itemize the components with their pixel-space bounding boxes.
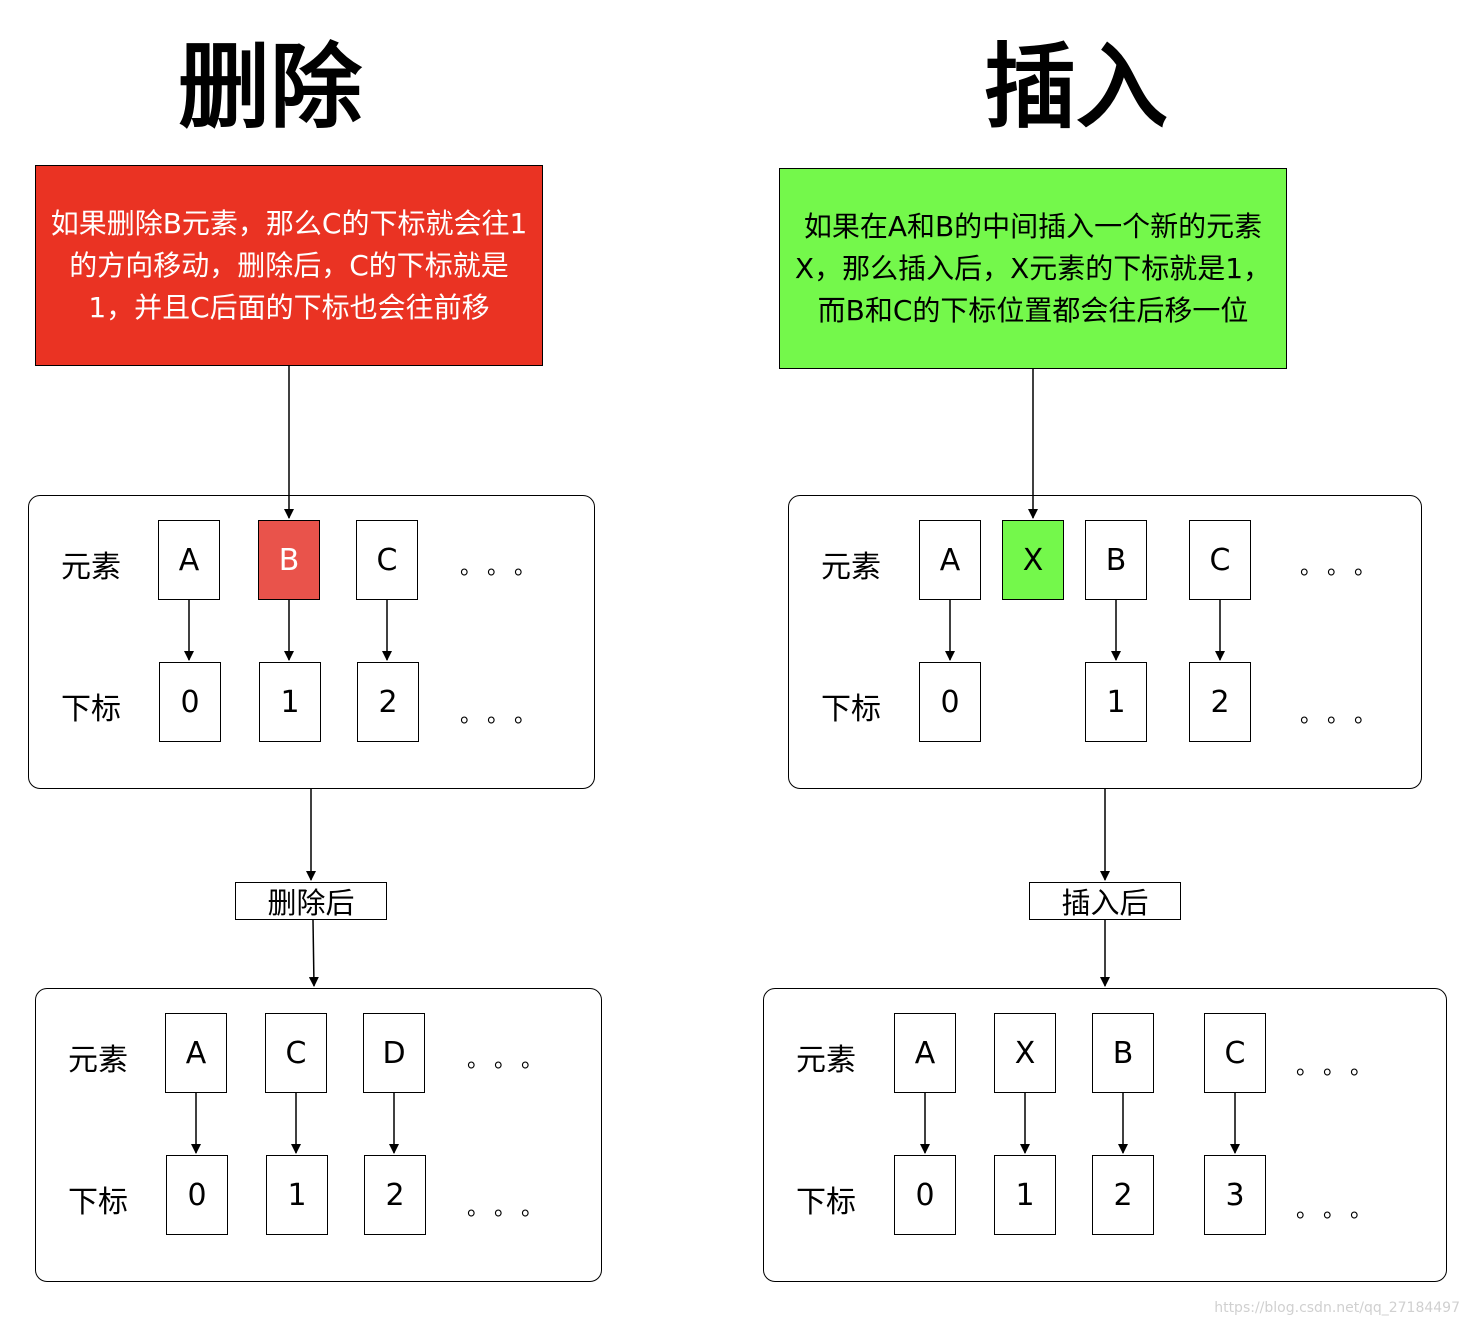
inserted-element-cell: X (1002, 520, 1064, 600)
delete-explanation-text: 如果删除B元素，那么C的下标就会往1的方向移动，删除后，C的下标就是1，并且C后… (50, 206, 528, 324)
index-cell: 2 (364, 1155, 426, 1235)
element-row-label: 元素 (796, 1043, 856, 1078)
ellipsis: 。。。 (467, 1196, 560, 1221)
index-cell: 1 (994, 1155, 1056, 1235)
element-cell: B (1085, 520, 1147, 600)
index-cell: 0 (159, 662, 221, 742)
step-to-panel-arrow (308, 919, 319, 987)
index-cell: 3 (1204, 1155, 1266, 1235)
deleted-element-cell: B (258, 520, 320, 600)
ellipsis: 。。。 (1296, 1198, 1389, 1223)
insert-explanation-text: 如果在A和B的中间插入一个新的元素X，那么插入后，X元素的下标就是1，而B和C的… (794, 209, 1272, 327)
after-insert-label: 插入后 (1029, 882, 1181, 920)
element-row-label: 元素 (821, 550, 881, 585)
element-cell: C (1189, 520, 1251, 600)
element-cell: A (158, 520, 220, 600)
element-cell: C (1204, 1013, 1266, 1093)
index-cell: 2 (357, 662, 419, 742)
index-cell: 1 (266, 1155, 328, 1235)
ellipsis: 。。。 (460, 703, 553, 728)
delete-explanation-note: 如果删除B元素，那么C的下标就会往1的方向移动，删除后，C的下标就是1，并且C后… (35, 165, 543, 366)
insert-title: 插入 (984, 34, 1169, 141)
element-cell: X (994, 1013, 1056, 1093)
ellipsis: 。。。 (1300, 703, 1393, 728)
index-cell: 0 (166, 1155, 228, 1235)
index-row-label: 下标 (61, 692, 121, 727)
element-row-label: 元素 (61, 550, 121, 585)
after-delete-label: 删除后 (235, 882, 387, 920)
element-cell: D (363, 1013, 425, 1093)
element-cell: A (894, 1013, 956, 1093)
ellipsis: 。。。 (1300, 555, 1393, 580)
element-cell: A (165, 1013, 227, 1093)
index-row-label: 下标 (821, 692, 881, 727)
ellipsis: 。。。 (460, 555, 553, 580)
element-cell: C (265, 1013, 327, 1093)
delete-title: 删除 (178, 34, 363, 141)
watermark: https://blog.csdn.net/qq_27184497 (1214, 1300, 1460, 1316)
element-cell: B (1092, 1013, 1154, 1093)
index-row-label: 下标 (68, 1185, 128, 1220)
index-row-label: 下标 (796, 1185, 856, 1220)
ellipsis: 。。。 (467, 1048, 560, 1073)
insert-explanation-note: 如果在A和B的中间插入一个新的元素X，那么插入后，X元素的下标就是1，而B和C的… (779, 168, 1287, 369)
index-cell: 1 (1085, 662, 1147, 742)
index-cell: 0 (919, 662, 981, 742)
index-cell: 1 (259, 662, 321, 742)
index-cell: 2 (1092, 1155, 1154, 1235)
element-row-label: 元素 (68, 1043, 128, 1078)
ellipsis: 。。。 (1296, 1055, 1389, 1080)
index-cell: 2 (1189, 662, 1251, 742)
element-cell: A (919, 520, 981, 600)
element-cell: C (356, 520, 418, 600)
index-cell: 0 (894, 1155, 956, 1235)
